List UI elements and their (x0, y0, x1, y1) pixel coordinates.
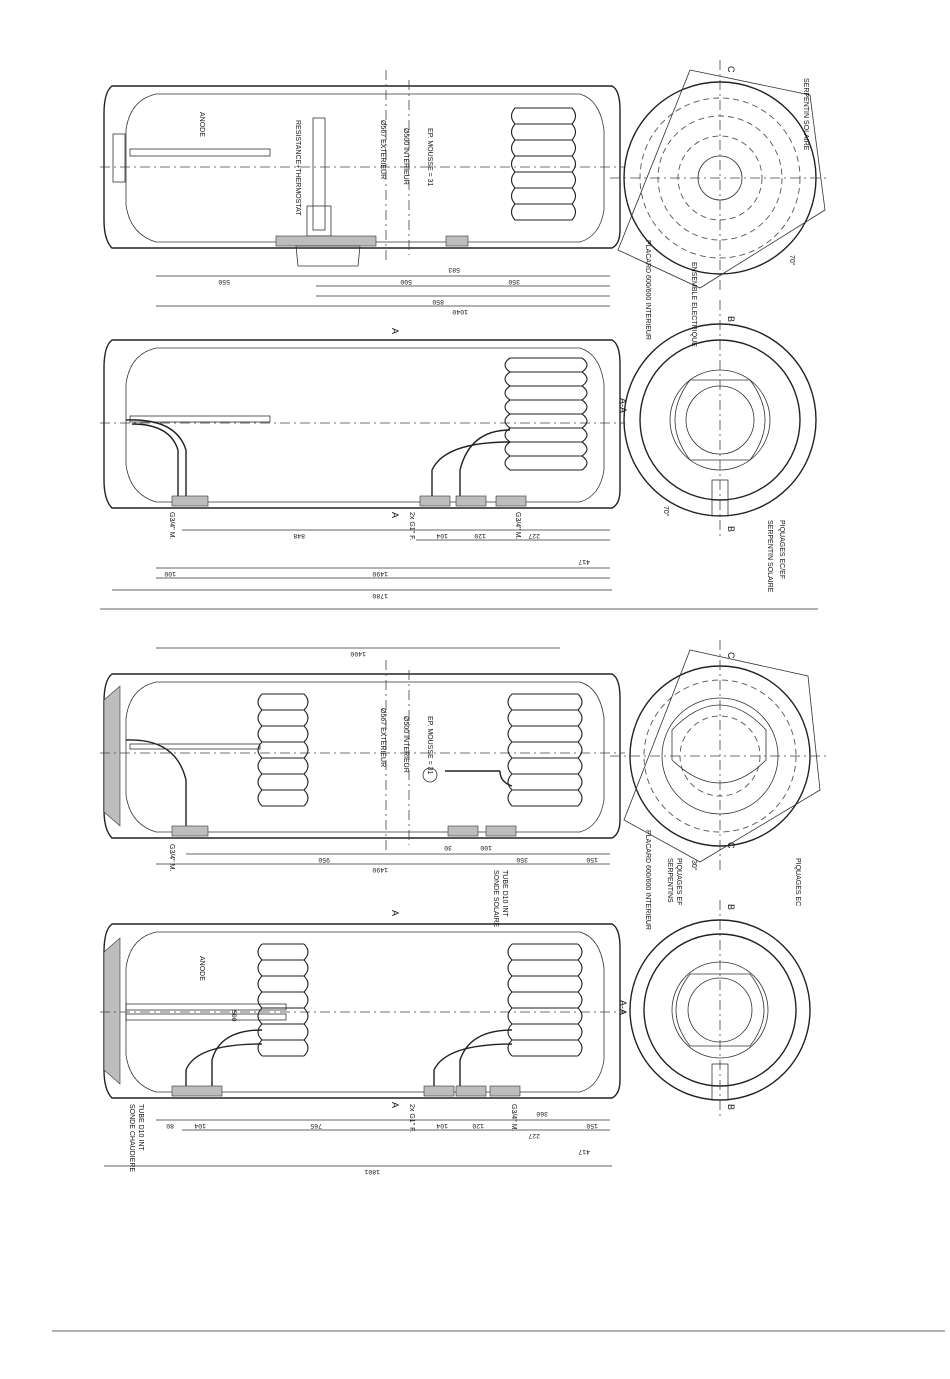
g34-label-3: G3/4" M. (168, 844, 175, 871)
tank-electric-view: ANODE RESISTANCE+THERMOSTAT Ø567 EXTERIE… (100, 70, 625, 315)
piquages-ef-label: PIQUAGES EF (675, 858, 682, 905)
exterior-diameter-label-2: Ø567 EXTERIEUR (379, 708, 386, 767)
angle-30-label: 30° (690, 860, 698, 871)
tube-d10-label-2: TUBE D10 INT (137, 1104, 144, 1151)
g1-label-1: 2x G1" F. (408, 512, 415, 541)
boiler-coil-2 (257, 943, 309, 1057)
section-c-marker-3: C (726, 842, 736, 849)
dim-850: 850 (432, 298, 444, 305)
dim-227-2: 227 (528, 1132, 540, 1139)
dim-104-1: 104 (436, 532, 448, 539)
interior-diameter-label-2: Ø500 INTERIEUR (402, 716, 409, 773)
exterior-diameter-label: Ø567 EXTERIEUR (379, 120, 386, 179)
dim-1780: 1780 (372, 592, 388, 599)
tube-d10-label-1: TUBE D10 INT (501, 870, 508, 917)
solar-coil-3 (507, 693, 583, 807)
tank-twin-coil-view-1: Ø567 EXTERIEUR Ø500 INTERIEUR EP. MOUSSE… (100, 647, 625, 928)
section-a-marker-top: A (390, 328, 400, 334)
dim-417-2: 417 (578, 1148, 590, 1155)
dim-150-1: 150 (586, 856, 598, 863)
foam-thickness-label-2: EP. MOUSSE = 31 (426, 716, 433, 775)
dim-150-2: 150 (586, 1122, 598, 1129)
coils-label: SERPENTINS (666, 858, 673, 903)
section-view-a-a-2: B B A-A (618, 900, 811, 1120)
solar-coil-top (510, 107, 577, 221)
angle-70-label-2: 70° (662, 506, 670, 517)
placard-label-1: PLACARD 600/600 INTERIEUR (644, 240, 651, 340)
dim-1801: 1801 (364, 1168, 380, 1175)
resistance-label: RESISTANCE+THERMOSTAT (294, 120, 301, 216)
dim-1490-1: 1490 (372, 570, 388, 577)
dim-500-2: 500 (230, 1010, 237, 1022)
solar-probe-label: SONDE SOLAIRE (492, 870, 499, 928)
solar-coil-mid (504, 357, 588, 471)
tank-solar-view: A A G3/4" M. 2x G1" F. G3/4" M. 848 104 … (100, 328, 625, 599)
dim-848: 848 (293, 532, 305, 539)
placard-label-2: PLACARD 600/600 INTERIEUR (644, 830, 651, 930)
dim-500: 500 (400, 278, 412, 285)
section-b-marker-3: B (726, 904, 736, 910)
angle-70-label-1: 70° (788, 255, 796, 266)
section-aa-label-2: A-A (618, 1000, 628, 1015)
anode-label-2: ANODE (198, 956, 205, 981)
dim-80: 80 (166, 1122, 174, 1129)
dim-765: 765 (310, 1122, 322, 1129)
g1-label-2: 2x G1" F. (408, 1104, 415, 1133)
piquages-ec-ef-label: PIQUAGES EC/EF (778, 520, 785, 579)
solar-coil-4 (507, 943, 583, 1057)
solar-coil-label-2: SERPENTIN SOLAIRE (766, 520, 773, 593)
section-c-marker: C (726, 66, 736, 73)
dim-104-3: 104 (436, 1122, 448, 1129)
g34-label-2: G3/4" M. (514, 512, 521, 539)
dim-120-1: 120 (474, 532, 486, 539)
dim-950: 950 (318, 856, 330, 863)
dim-350: 350 (508, 278, 520, 285)
boiler-probe-label: SONDE CHAUDIERE (128, 1104, 135, 1172)
electric-assembly-label: ENSEMBLE ELECTRIQUE (690, 262, 697, 347)
dim-417-1: 417 (578, 558, 590, 565)
section-view-a-a-1: B B A-A 70° SERPENTIN SOLAIRE PIQUAGES E… (618, 300, 817, 593)
dim-30: 30 (444, 844, 452, 851)
section-aa-label-1: A-A (618, 398, 628, 413)
tank-twin-coil-view-2: ANODE 500 A A 2x G1" F. G3/4" M. SONDE C… (100, 910, 625, 1175)
section-view-c-c: C SERPENTIN SOLAIRE PLACARD 600/600 INTE… (610, 60, 830, 347)
section-b-marker-top: B (726, 316, 736, 322)
dim-120-2: 120 (472, 1122, 484, 1129)
anode-label: ANODE (198, 112, 205, 137)
interior-diameter-label: Ø500 INTERIEUR (402, 128, 409, 185)
section-b-marker-bottom: B (726, 526, 736, 532)
g34-label-4: G3/4" M. (510, 1104, 517, 1131)
section-b-marker-4: B (726, 1104, 736, 1110)
boiler-coil (257, 693, 309, 807)
dim-583: 583 (448, 266, 460, 273)
section-a-marker-bottom: A (390, 512, 400, 518)
dim-350-2: 350 (516, 856, 528, 863)
section-a-marker-4: A (390, 1102, 400, 1108)
solar-coil-label-1: SERPENTIN SOLAIRE (802, 78, 809, 151)
dim-1490-2: 1490 (372, 866, 388, 873)
dim-1040: 1040 (452, 308, 468, 315)
g34-label-1: G3/4" M. (168, 512, 175, 539)
piquages-ec-label: PIQUAGES EC (794, 858, 801, 906)
dim-100-2: 100 (480, 844, 492, 851)
dim-360: 360 (536, 1110, 548, 1117)
section-c-marker-2: C (726, 652, 736, 659)
dim-227-1: 227 (528, 532, 540, 539)
section-view-c-c-2: C C PLACARD 600/600 INTERIEUR SERPENTINS… (610, 640, 830, 930)
section-a-marker-3: A (390, 910, 400, 916)
dim-550: 550 (218, 278, 230, 285)
dim-104-2: 104 (194, 1122, 206, 1129)
dim-1400: 1400 (350, 650, 366, 657)
foam-thickness-label: EP. MOUSSE = 31 (426, 128, 433, 187)
dim-100: 100 (164, 570, 176, 577)
